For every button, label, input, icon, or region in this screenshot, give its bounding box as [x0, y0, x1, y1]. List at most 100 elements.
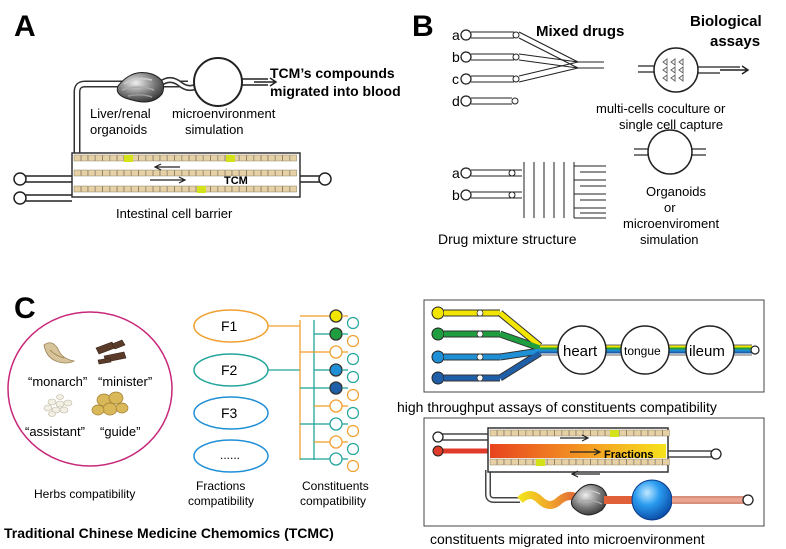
barrier-cell	[239, 154, 247, 162]
herb-seeds-icon	[43, 394, 73, 417]
herbs-caption: Herbs compatibility	[34, 487, 135, 501]
org-label-4: simulation	[640, 232, 699, 247]
merge-lane	[498, 350, 542, 381]
constituent-node	[346, 370, 360, 384]
org-label-3: microenviroment	[623, 216, 719, 231]
barrier-cell	[246, 185, 254, 193]
constituent-node	[329, 345, 343, 359]
barrier-cell	[289, 185, 297, 193]
herb-label-guide: “guide”	[100, 424, 140, 439]
barrier-cell	[181, 169, 189, 177]
barrier-cell	[131, 185, 139, 193]
constituent-node	[329, 327, 343, 341]
tcmc-title: Traditional Chinese Medicine Chemomics (…	[4, 525, 334, 541]
constituent-node	[329, 452, 343, 466]
output-arrow	[254, 77, 278, 87]
organoid-label-1: Liver/renal	[90, 106, 151, 121]
barrier-cell	[268, 169, 276, 177]
constituent-node	[329, 309, 343, 323]
barrier-cell	[268, 185, 276, 193]
mixed-drugs-label: Mixed drugs	[536, 23, 624, 40]
barrier-cell	[196, 154, 204, 162]
barrier-cell	[612, 458, 620, 466]
barrier-cell	[196, 169, 204, 177]
micro-label-1: microenvironment	[172, 106, 276, 121]
inlet-port	[431, 350, 445, 364]
barrier-cell	[224, 169, 232, 177]
barrier-cell	[109, 154, 117, 162]
barrier-cell	[160, 154, 168, 162]
constituent-node	[346, 406, 360, 420]
valve	[476, 353, 484, 361]
barrier-cell	[160, 185, 168, 193]
barrier-cell	[210, 154, 218, 162]
barrier-cell	[633, 458, 641, 466]
barrier-cell	[633, 429, 641, 437]
barrier-cell	[145, 185, 153, 193]
barrier-cell	[174, 185, 182, 193]
fractions-caption-2: compatibility	[188, 494, 254, 508]
inlet-port	[431, 327, 445, 341]
barrier-mark	[197, 186, 206, 193]
inlet-port	[460, 29, 472, 41]
barrier-cell	[210, 185, 218, 193]
merge-lane	[498, 311, 542, 348]
barrier-cell	[88, 154, 96, 162]
barrier-cell	[152, 169, 160, 177]
herb-label-monarch: “monarch”	[28, 374, 87, 389]
fractions-barrier	[489, 429, 670, 466]
cell-capture-chamber	[653, 47, 699, 93]
panel-c-letter: C	[14, 292, 36, 325]
constituent-node	[329, 417, 343, 431]
barrier-cell	[626, 458, 634, 466]
fraction-f3	[193, 396, 269, 430]
barrier-cell	[497, 429, 505, 437]
herb-slices-icon	[91, 391, 129, 416]
inlet-label-a: a	[452, 27, 460, 43]
barrier-cell	[597, 429, 605, 437]
organoid-chamber	[647, 129, 693, 175]
barrier-cell	[188, 185, 196, 193]
gradient-channel	[490, 444, 666, 458]
barrier-cell	[217, 154, 225, 162]
barrier-cell	[497, 458, 505, 466]
barrier-cell	[95, 185, 103, 193]
panel-b: B a b c d Mixed drugs Biological assays …	[412, 10, 762, 247]
barrier-cell	[626, 429, 634, 437]
valve	[476, 374, 484, 382]
barrier-cell	[217, 169, 225, 177]
output-label-2: migrated into blood	[270, 83, 401, 99]
barrier-cell	[576, 429, 584, 437]
barrier-cell	[80, 169, 88, 177]
barrier-cell	[489, 429, 497, 437]
valve	[512, 31, 520, 39]
organoid-label-2: organoids	[90, 122, 148, 137]
barrier-cell	[188, 169, 196, 177]
barrier-cell	[95, 154, 103, 162]
inlet-label-c: c	[452, 71, 459, 87]
inlet-label-d: d	[452, 93, 460, 109]
barrier-cell	[648, 458, 656, 466]
barrier-mark	[226, 155, 235, 162]
barrier-mark	[536, 459, 545, 466]
merge-lane	[499, 331, 541, 351]
barrier-cell	[138, 154, 146, 162]
panel-a-letter: A	[14, 10, 36, 43]
mixer-channels	[460, 29, 604, 107]
fraction-more-label: ......	[220, 448, 240, 462]
barrier-cell	[504, 429, 512, 437]
barrier-cell	[102, 185, 110, 193]
barrier-cell	[655, 429, 663, 437]
barrier-cell	[253, 154, 261, 162]
constituent-node	[329, 363, 343, 377]
barrier-cell	[561, 429, 569, 437]
barrier-cell	[109, 185, 117, 193]
barrier-cell	[181, 185, 189, 193]
herb-root-slices-icon	[95, 339, 127, 365]
barrier-cell	[547, 458, 555, 466]
fraction-f2-label: F2	[221, 362, 238, 378]
inlet-label-b: b	[452, 49, 460, 65]
constituent-node	[346, 459, 360, 473]
barrier-cell	[554, 458, 562, 466]
barrier-cell	[124, 185, 132, 193]
